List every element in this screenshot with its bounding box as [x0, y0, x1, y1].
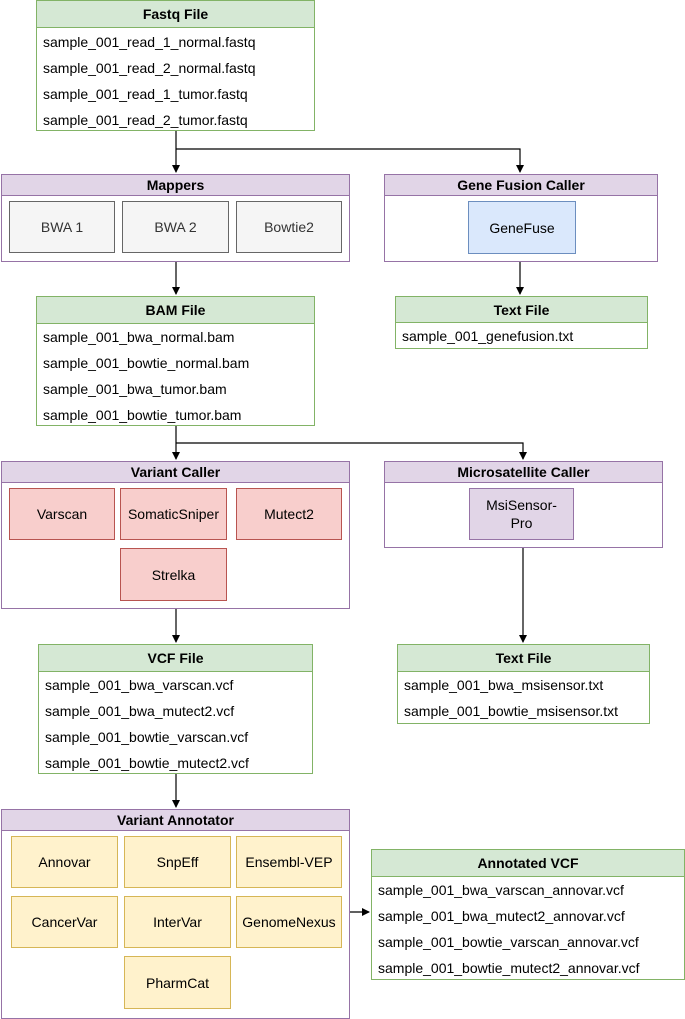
tool-pharmcat: PharmCat: [124, 956, 231, 1009]
fusion-text-file-row: sample_001_genefusion.txt: [402, 328, 574, 344]
fastq-file-row: sample_001_read_2_tumor.fastq: [43, 112, 248, 128]
fastq-file-row: sample_001_read_1_tumor.fastq: [43, 86, 248, 102]
annotated-vcf-row: sample_001_bowtie_varscan_annovar.vcf: [378, 934, 639, 950]
tool-genefuse: GeneFuse: [468, 201, 576, 254]
variant-annotator-title: Variant Annotator: [2, 810, 349, 831]
mappers-title: Mappers: [2, 175, 349, 196]
tool-cancervar: CancerVar: [11, 896, 118, 948]
tool-mutect2: Mutect2: [236, 488, 342, 540]
gene-fusion-caller-title: Gene Fusion Caller: [385, 175, 657, 196]
annotated-vcf-row: sample_001_bwa_mutect2_annovar.vcf: [378, 908, 625, 924]
arrow-bam-to-microsatellite: [176, 442, 527, 460]
tool-msisensor-pro: MsiSensor- Pro: [469, 488, 574, 540]
arrow-fastq-to-genefusion: [176, 148, 524, 173]
tool-ensembl-vep: Ensembl-VEP: [236, 836, 342, 888]
bam-file-row: sample_001_bowtie_tumor.bam: [43, 407, 242, 423]
vcf-file-row: sample_001_bwa_varscan.vcf: [45, 677, 234, 693]
vcf-file-box: VCF File sample_001_bwa_varscan.vcf samp…: [38, 644, 313, 774]
tool-genomenexus: GenomeNexus: [236, 896, 342, 948]
msi-text-file-title: Text File: [398, 645, 649, 672]
vcf-file-row: sample_001_bowtie_varscan.vcf: [45, 729, 249, 745]
tool-bwa1: BWA 1: [9, 201, 115, 253]
msi-text-file-row: sample_001_bowtie_msisensor.txt: [404, 703, 619, 719]
tool-snpeff: SnpEff: [124, 836, 231, 888]
tool-intervar: InterVar: [124, 896, 231, 948]
fastq-file-title: Fastq File: [37, 1, 314, 28]
tool-bwa2: BWA 2: [122, 201, 229, 253]
tool-varscan: Varscan: [9, 488, 115, 540]
bam-file-title: BAM File: [37, 297, 314, 324]
msi-text-file-box: Text File sample_001_bwa_msisensor.txt s…: [397, 644, 650, 724]
bam-file-row: sample_001_bowtie_normal.bam: [43, 355, 250, 371]
microsatellite-caller-box: Microsatellite Caller: [384, 461, 663, 548]
vcf-file-title: VCF File: [39, 645, 312, 672]
tool-annovar: Annovar: [11, 836, 118, 888]
annotated-vcf-box: Annotated VCF sample_001_bwa_varscan_ann…: [371, 849, 685, 980]
annotated-vcf-row: sample_001_bwa_varscan_annovar.vcf: [378, 882, 624, 898]
bam-file-box: BAM File sample_001_bwa_normal.bam sampl…: [36, 296, 315, 426]
fastq-file-box: Fastq File sample_001_read_1_normal.fast…: [36, 0, 315, 131]
vcf-file-row: sample_001_bwa_mutect2.vcf: [45, 703, 235, 719]
bam-file-row: sample_001_bwa_tumor.bam: [43, 381, 227, 397]
tool-somaticsniper: SomaticSniper: [120, 488, 227, 540]
bam-file-row: sample_001_bwa_normal.bam: [43, 329, 235, 345]
fusion-text-file-title: Text File: [396, 297, 647, 323]
fastq-file-row: sample_001_read_1_normal.fastq: [43, 34, 256, 50]
vcf-file-row: sample_001_bowtie_mutect2.vcf: [45, 755, 249, 771]
microsatellite-caller-title: Microsatellite Caller: [385, 462, 662, 483]
tool-strelka: Strelka: [120, 548, 227, 601]
annotated-vcf-row: sample_001_bowtie_mutect2_annovar.vcf: [378, 960, 640, 976]
tool-bowtie2: Bowtie2: [236, 201, 342, 253]
fusion-text-file-box: Text File sample_001_genefusion.txt: [395, 296, 648, 349]
msi-text-file-row: sample_001_bwa_msisensor.txt: [404, 677, 604, 693]
variant-caller-title: Variant Caller: [2, 462, 349, 483]
annotated-vcf-title: Annotated VCF: [372, 850, 684, 877]
fastq-file-row: sample_001_read_2_normal.fastq: [43, 60, 256, 76]
